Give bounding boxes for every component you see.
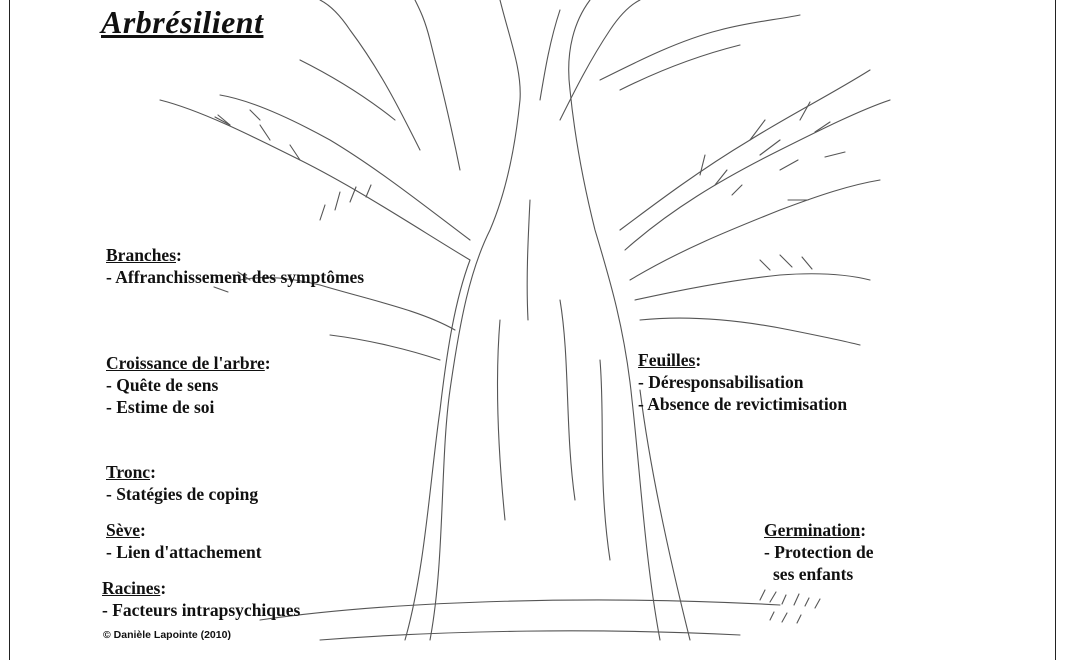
trunk-left-edge-2 [404,259,471,641]
list-item: - Déresponsabilisation [638,372,804,392]
list-item: - Protection de [764,542,874,562]
trunk-left-edge [429,0,521,641]
section-racines: Racines: - Facteurs intrapsychiques [102,577,300,621]
trunk-right-edge-2 [639,389,691,641]
branch-right [619,69,871,231]
section-heading: Croissance de l'arbre: [106,353,271,373]
section-feuilles: Feuilles: - Déresponsabilisation - Absen… [638,349,847,415]
heading-text: Branches [106,245,176,265]
section-heading: Sève: [106,520,146,540]
right-border [1055,0,1056,660]
trunk-right-edge [568,0,661,641]
heading-text: Racines [102,578,161,598]
copyright-notice: © Danièle Lapointe (2010) [103,629,231,641]
list-item: - Statégies de coping [106,484,259,504]
heading-text: Sève [106,520,141,540]
section-heading: Germination: [764,520,867,540]
list-item: - Lien d'attachement [106,542,262,562]
section-heading: Feuilles: [638,350,702,370]
section-seve: Sève: - Lien d'attachement [106,519,262,563]
heading-text: Feuilles [638,350,696,370]
page-title: Arbrésilient [101,4,264,40]
heading-text: Croissance de l'arbre [106,353,265,373]
section-germination: Germination: - Protection de ses enfants [764,519,874,585]
section-heading: Branches: [106,245,182,265]
section-heading: Tronc: [106,462,156,482]
left-border [9,0,10,660]
list-item: - Facteurs intrapsychiques [102,600,301,620]
list-item: - Estime de soi [106,397,215,417]
section-tronc: Tronc: - Statégies de coping [106,461,258,505]
heading-text: Germination [764,520,861,540]
list-item: ses enfants [773,564,854,584]
ground-line [259,599,781,621]
section-heading: Racines: [102,578,167,598]
branch-left [159,99,471,261]
list-item: - Quête de sens [106,375,219,395]
section-branches: Branches: - Affranchissement des symptôm… [106,244,364,288]
heading-text: Tronc [106,462,151,482]
list-item: - Affranchissement des symptômes [106,267,365,287]
section-croissance: Croissance de l'arbre: - Quête de sens -… [106,352,271,418]
list-item: - Absence de revictimisation [638,394,848,414]
